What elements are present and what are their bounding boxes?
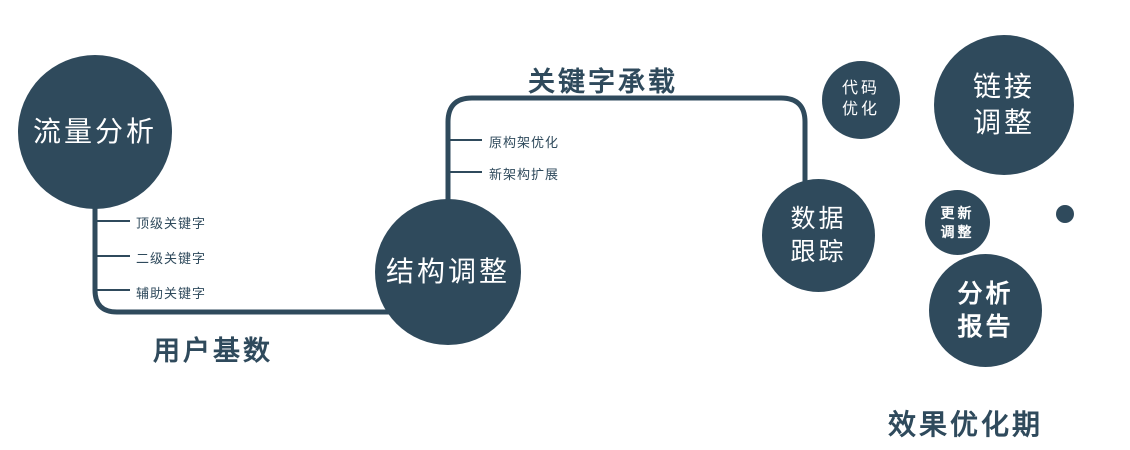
node-analysis-report-line1: 分析 bbox=[957, 280, 1014, 308]
branch-label-aux-keyword: 辅助关键字 bbox=[136, 286, 207, 301]
node-code-optimization-line2: 优化 bbox=[841, 101, 880, 118]
node-analysis-report: 分析 报告 bbox=[929, 254, 1042, 367]
node-structure-adjustment-label: 结构调整 bbox=[385, 255, 510, 287]
node-update-adjustment-line1: 更新 bbox=[940, 205, 975, 222]
node-structure-adjustment: 结构调整 bbox=[375, 199, 521, 345]
edge-label-user-base: 用户基数 bbox=[153, 336, 273, 366]
node-data-tracking-line1: 数据 bbox=[790, 205, 847, 233]
branch-label-arch-expand: 新架构扩展 bbox=[489, 167, 560, 182]
node-link-adjustment-line1: 链接 bbox=[972, 70, 1035, 102]
node-traffic-analysis: 流量分析 bbox=[18, 55, 172, 209]
node-update-adjustment: 更新 调整 bbox=[925, 190, 990, 255]
node-code-optimization-line1: 代码 bbox=[841, 80, 880, 98]
node-data-tracking-line2: 跟踪 bbox=[790, 237, 847, 266]
node-link-adjustment: 链接 调整 bbox=[934, 35, 1074, 175]
node-code-optimization: 代码 优化 bbox=[822, 61, 900, 139]
node-analysis-report-line2: 报告 bbox=[957, 312, 1014, 341]
node-update-adjustment-line2: 调整 bbox=[940, 223, 975, 240]
edge-label-keyword-carry: 关键字承载 bbox=[528, 67, 678, 97]
connector-structure-to-tracking bbox=[445, 95, 808, 215]
branch-label-top-keyword: 顶级关键字 bbox=[136, 216, 207, 231]
branch-label-second-keyword: 二级关键字 bbox=[136, 251, 207, 266]
footer-phase-label: 效果优化期 bbox=[888, 409, 1044, 440]
branch-label-arch-optimize: 原构架优化 bbox=[489, 135, 560, 150]
node-link-adjustment-line2: 调整 bbox=[972, 107, 1035, 138]
node-traffic-analysis-label: 流量分析 bbox=[32, 115, 157, 147]
connector-traffic-to-structure bbox=[92, 175, 440, 315]
dot-marker bbox=[1056, 205, 1074, 223]
node-data-tracking: 数据 跟踪 bbox=[762, 179, 875, 292]
